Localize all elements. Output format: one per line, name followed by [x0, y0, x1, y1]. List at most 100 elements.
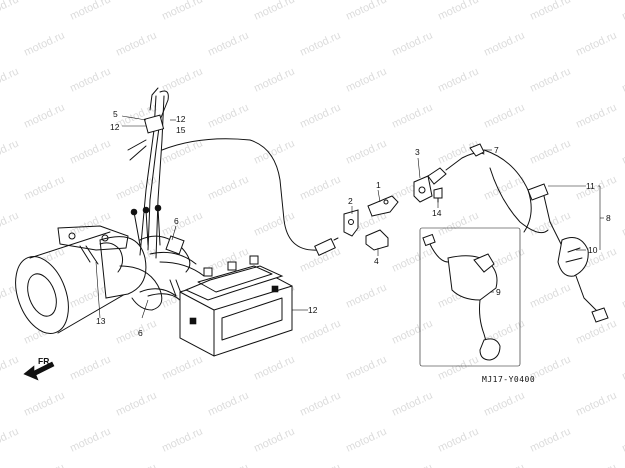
watermark-text: motod.ru: [344, 281, 388, 310]
callout-12-upper-right: 12: [176, 114, 186, 124]
watermark-text: motod.ru: [390, 101, 434, 130]
watermark-text: motod.ru: [344, 353, 388, 382]
callout-8: 8: [606, 213, 611, 223]
callout-labels: 5 12 12 15 6 6 13 12 1 2 4 3 14 7 11 8 1…: [96, 109, 611, 338]
watermark-text: motod.ru: [620, 137, 625, 166]
watermark-text: motod.ru: [0, 65, 21, 94]
watermark-text: motod.ru: [528, 65, 572, 94]
watermark-text: motod.ru: [620, 281, 625, 310]
watermark-text: motod.ru: [528, 281, 572, 310]
watermark-text: motod.ru: [0, 209, 21, 238]
callout-3: 3: [415, 147, 420, 157]
watermark-text: motod.ru: [22, 29, 66, 58]
control-unit-part-12: [179, 255, 293, 357]
watermark-text: motod.ru: [344, 0, 388, 23]
watermark-text: motod.ru: [528, 209, 572, 238]
callout-11: 11: [586, 181, 595, 191]
mount-parts-3-14: [413, 175, 443, 203]
watermark-text: motod.ru: [160, 137, 204, 166]
watermark-text: motod.ru: [574, 173, 618, 202]
watermark-text: motod.ru: [206, 173, 250, 202]
watermark-text: motod.ru: [252, 353, 296, 382]
leader-lines: [95, 115, 604, 319]
watermark-text: motod.ru: [390, 461, 434, 468]
bracket-parts-1-2-4: [343, 195, 399, 251]
watermark-text: motod.ru: [390, 389, 434, 418]
watermark-text: motod.ru: [436, 425, 480, 454]
watermark-text: motod.ru: [436, 65, 480, 94]
watermark-text: motod.ru: [390, 29, 434, 58]
watermark-text: motod.ru: [436, 353, 480, 382]
watermark-text: motod.ru: [620, 353, 625, 382]
watermark-text: motod.ru: [390, 245, 434, 274]
watermark-text: motod.ru: [22, 173, 66, 202]
watermark-text: motod.ru: [528, 0, 572, 23]
watermark-text: motod.ru: [252, 209, 296, 238]
watermark-text: motod.ru: [22, 101, 66, 130]
watermark-text: motod.ru: [482, 389, 526, 418]
watermark-text: motod.ru: [0, 137, 21, 166]
watermark-text: motod.ru: [0, 425, 21, 454]
watermark-text: motod.ru: [68, 425, 112, 454]
watermark-text: motod.ru: [436, 209, 480, 238]
watermark-text: motod.ru: [574, 29, 618, 58]
watermark-text: motod.ru: [68, 65, 112, 94]
watermark-text: motod.ru: [482, 29, 526, 58]
callout-6-upper: 6: [174, 216, 179, 226]
watermark-text: motod.ru: [574, 389, 618, 418]
watermark-text: motod.ru: [22, 389, 66, 418]
watermark-text: motod.ru: [68, 0, 112, 23]
direction-label: FR.: [38, 356, 52, 366]
watermark-text: motod.ru: [436, 0, 480, 23]
watermark-text: motod.ru: [160, 65, 204, 94]
horn-part-13: [15, 225, 181, 334]
watermark-text: motod.ru: [160, 353, 204, 382]
watermark-text: motod.ru: [160, 425, 204, 454]
watermark-text: motod.ru: [298, 173, 342, 202]
callout-6-lower: 6: [138, 328, 143, 338]
callout-9: 9: [496, 287, 501, 297]
watermark-text: motod.ru: [252, 0, 296, 23]
sensor-cable-parts-8-10-11: [427, 143, 609, 323]
watermark-text: motod.ru: [298, 389, 342, 418]
watermark-text: motod.ru: [298, 461, 342, 468]
callout-15: 15: [176, 125, 186, 135]
callout-10: 10: [588, 245, 598, 255]
watermark-text: motod.ru: [206, 389, 250, 418]
watermark-text: motod.ru: [206, 29, 250, 58]
diagram-code: MJ17-Y0400: [482, 375, 535, 384]
watermark-text: motod.ru: [620, 425, 625, 454]
watermark-text: motod.ru: [0, 0, 21, 23]
watermark-text: motod.ru: [482, 461, 526, 468]
callout-13: 13: [96, 316, 106, 326]
watermark-text: motod.ru: [574, 101, 618, 130]
watermark-text: motod.ru: [528, 425, 572, 454]
callout-14: 14: [432, 208, 442, 218]
watermark-text: motod.ru: [344, 137, 388, 166]
watermark-text: motod.ru: [160, 0, 204, 23]
watermark-text: motod.ru: [0, 353, 21, 382]
watermark-text: motod.ru: [206, 101, 250, 130]
watermark-text: motod.ru: [620, 0, 625, 23]
callout-7: 7: [494, 145, 499, 155]
watermark-text: motod.ru: [114, 461, 158, 468]
watermark-text: motod.ru: [482, 173, 526, 202]
watermark-text: motod.ru: [620, 65, 625, 94]
watermark-text: motod.ru: [68, 137, 112, 166]
watermark-text: motod.ru: [252, 65, 296, 94]
watermark-text: motod.ru: [68, 353, 112, 382]
callout-12-box: 12: [308, 305, 318, 315]
watermark-text: motod.ru: [298, 29, 342, 58]
watermark-text: motod.ru: [206, 461, 250, 468]
watermark-text: motod.ru: [482, 101, 526, 130]
callout-5: 5: [113, 109, 118, 119]
watermark-text: motod.ru: [620, 209, 625, 238]
watermark-text: motod.ru: [344, 425, 388, 454]
watermark-text: motod.ru: [114, 317, 158, 346]
watermark-text: motod.ru: [160, 209, 204, 238]
switch-assembly-part-9: [419, 227, 521, 367]
watermark-text: motod.ru: [22, 461, 66, 468]
